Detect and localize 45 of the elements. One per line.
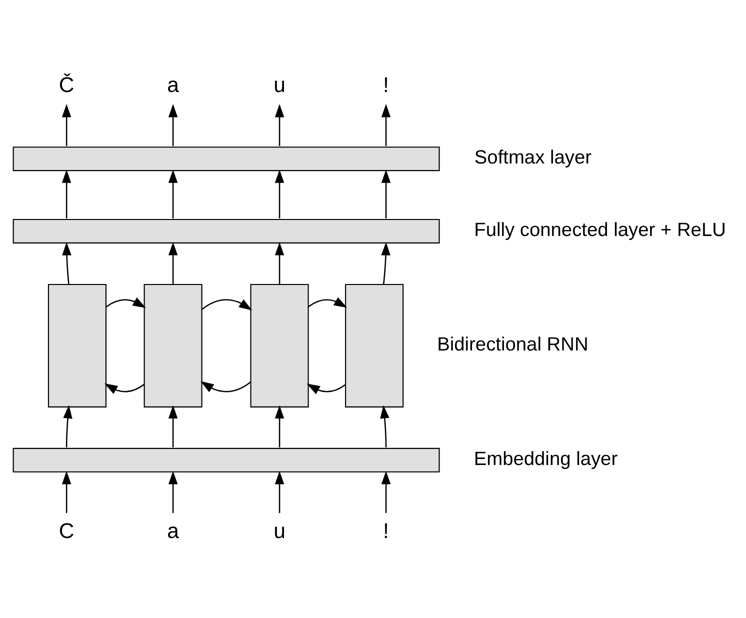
label: Embedding layer [473, 448, 618, 470]
arrow [168, 104, 178, 146]
arrow [105, 296, 146, 308]
arrow [200, 380, 250, 392]
node-bar [12, 218, 440, 243]
arrow [62, 404, 72, 447]
node-text: a [166, 518, 178, 542]
node-text: ! [382, 72, 388, 96]
arrow [201, 298, 252, 310]
arrow [274, 404, 284, 447]
arrow [380, 169, 390, 218]
arrow [380, 404, 389, 447]
arrow [380, 470, 390, 513]
node-text: u [273, 72, 285, 96]
arrow [168, 404, 178, 447]
arrow [308, 296, 347, 308]
node-box [143, 283, 202, 407]
arrow [62, 242, 71, 284]
arrow [380, 242, 390, 284]
node-text: a [166, 72, 178, 96]
arrow [104, 382, 144, 394]
node-box [250, 283, 308, 407]
arrow [380, 104, 390, 146]
arrow [61, 104, 71, 146]
label: Softmax layer [474, 147, 592, 168]
arrow [274, 169, 284, 218]
arrow [168, 470, 178, 513]
node-text: ! [382, 518, 388, 542]
label: Bidirectional RNN [436, 334, 588, 355]
arrow [168, 169, 178, 218]
node-text: Č [58, 72, 74, 96]
node-box [344, 283, 404, 407]
node-box [47, 283, 106, 407]
label: Fully connected layer + ReLU [474, 219, 726, 240]
arrow [274, 242, 284, 284]
node-text: C [58, 518, 74, 542]
arrow [274, 470, 284, 513]
node-text: u [273, 518, 285, 542]
arrow [168, 242, 178, 284]
node-bar [12, 447, 440, 472]
arrow [61, 470, 71, 513]
arrow [274, 104, 284, 146]
arrow [61, 169, 71, 218]
arrow [306, 383, 346, 394]
node-bar [12, 146, 440, 171]
